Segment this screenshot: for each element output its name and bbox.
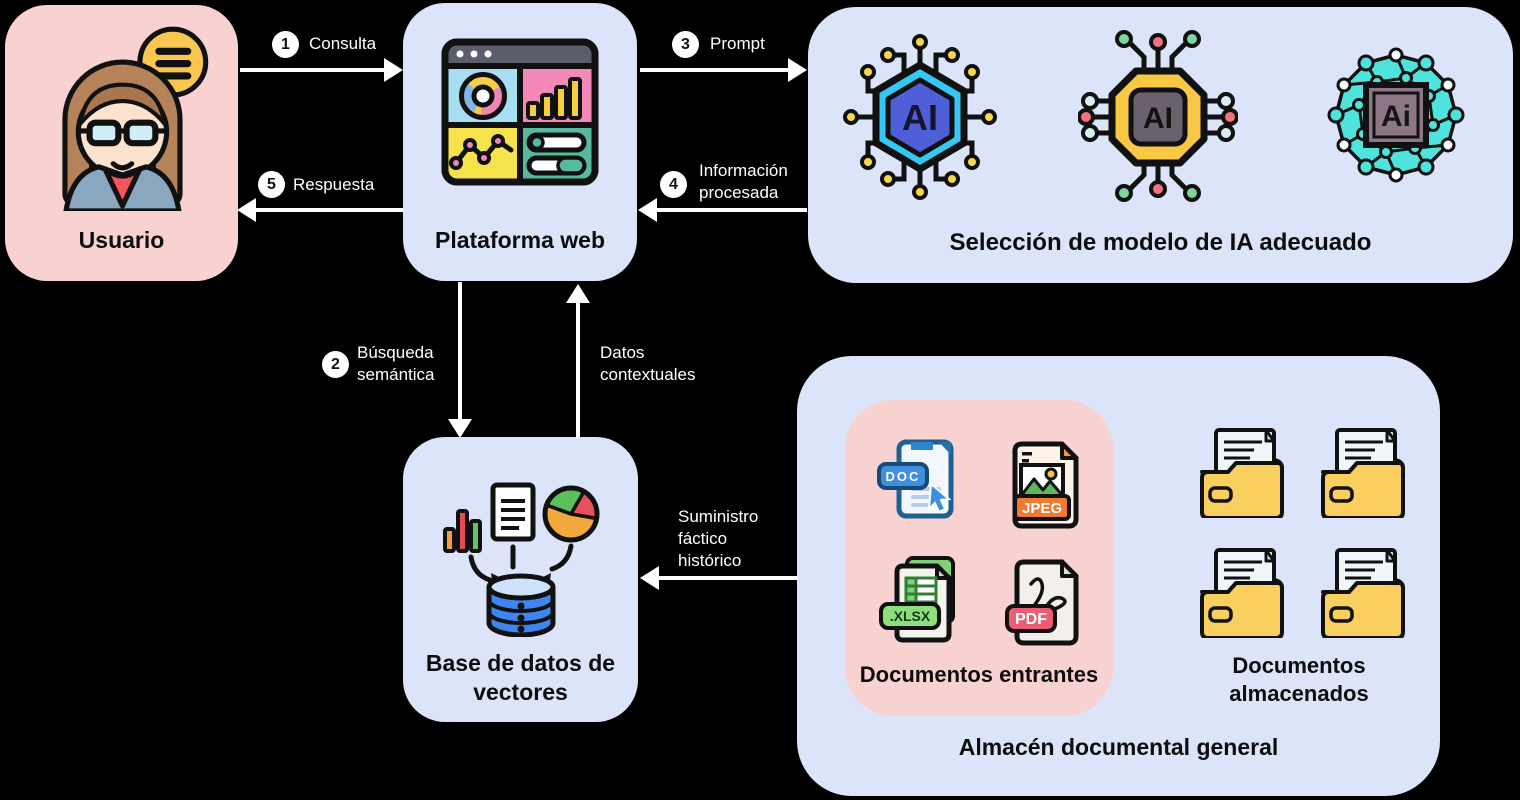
flow-label-busqueda: Búsqueda semántica — [357, 343, 435, 384]
user-title: Usuario — [78, 227, 165, 253]
arrow-prompt — [640, 58, 807, 82]
step-4-badge: 4 — [660, 171, 687, 198]
ai-hexagon-icon: AI — [843, 34, 997, 200]
flow-label-respuesta: Respuesta — [293, 175, 375, 194]
bar-chart-quadrant — [526, 77, 582, 120]
folder-icon — [1200, 428, 1284, 518]
ai-selection-node: AI AI — [808, 7, 1513, 283]
mini-bar-chart — [443, 509, 482, 553]
avatar-bangs — [78, 82, 167, 126]
incoming-docs-title: Documentos entrantes — [859, 662, 1099, 687]
arrow-datos-contextuales — [566, 284, 590, 438]
pdf-badge: PDF — [1015, 611, 1047, 628]
step-2-badge: 2 — [322, 351, 349, 378]
arrow-consulta — [240, 58, 403, 82]
avatar-shirt — [102, 166, 143, 209]
line-chart-nodes — [449, 134, 505, 170]
browser-header — [442, 39, 598, 69]
ai-hexagon-label: AI — [902, 97, 938, 138]
flow-label-prompt: Prompt — [710, 34, 765, 53]
user-avatar-icon — [62, 26, 209, 211]
arrow-informacion — [638, 198, 807, 222]
dashboard-icon — [441, 38, 599, 186]
platform-node: Plataforma web — [403, 3, 637, 281]
ai-chip-label: AI — [1143, 102, 1173, 135]
xlsx-file-icon: .XLSX — [879, 556, 955, 643]
folder-icon — [1321, 548, 1405, 638]
ai-selection-title: Selección de modelo de IA adecuado — [949, 229, 1372, 256]
stored-docs-title: Documentos almacenados — [1229, 653, 1369, 706]
flow-label-informacion: Información procesada — [699, 161, 788, 202]
flow-label-datos-contextuales: Datos contextuales — [600, 343, 696, 384]
vector-db-icon — [443, 482, 600, 637]
folder-icon — [1321, 428, 1405, 518]
ai-network-label: Ai — [1381, 100, 1411, 133]
user-node: Usuario — [5, 5, 238, 281]
arrow-suministro — [640, 566, 798, 590]
jpeg-file-icon: JPEG — [1012, 441, 1079, 529]
doc-store-title: Almacén documental general — [958, 734, 1279, 760]
doc-store-node: w DOC JPEG — [797, 356, 1440, 796]
step-1-badge: 1 — [272, 31, 299, 58]
doc-file-icon: w DOC — [877, 439, 954, 519]
incoming-docs-group: w DOC JPEG — [845, 400, 1113, 716]
step-5-badge: 5 — [258, 171, 285, 198]
arrow-busqueda — [448, 282, 472, 438]
arrow-respuesta — [237, 198, 403, 222]
pdf-file-icon: PDF — [1005, 559, 1079, 646]
cursor-icon — [927, 481, 952, 514]
jpeg-badge: JPEG — [1022, 500, 1062, 517]
platform-title: Plataforma web — [435, 227, 605, 253]
step-3-badge: 3 — [672, 31, 699, 58]
vector-db-node: Base de datos de vectores — [403, 437, 638, 722]
xlsx-badge: .XLSX — [890, 608, 931, 624]
ai-network-icon: Ai — [1327, 47, 1465, 183]
vector-db-title: Base de datos de vectores — [425, 650, 616, 705]
ai-chip-icon: AI — [1078, 30, 1238, 202]
flow-label-consulta: Consulta — [309, 34, 377, 53]
folder-icon — [1200, 548, 1284, 638]
flow-label-suministro: Suministro fáctico histórico — [678, 507, 759, 570]
doc-badge: DOC — [886, 469, 921, 484]
